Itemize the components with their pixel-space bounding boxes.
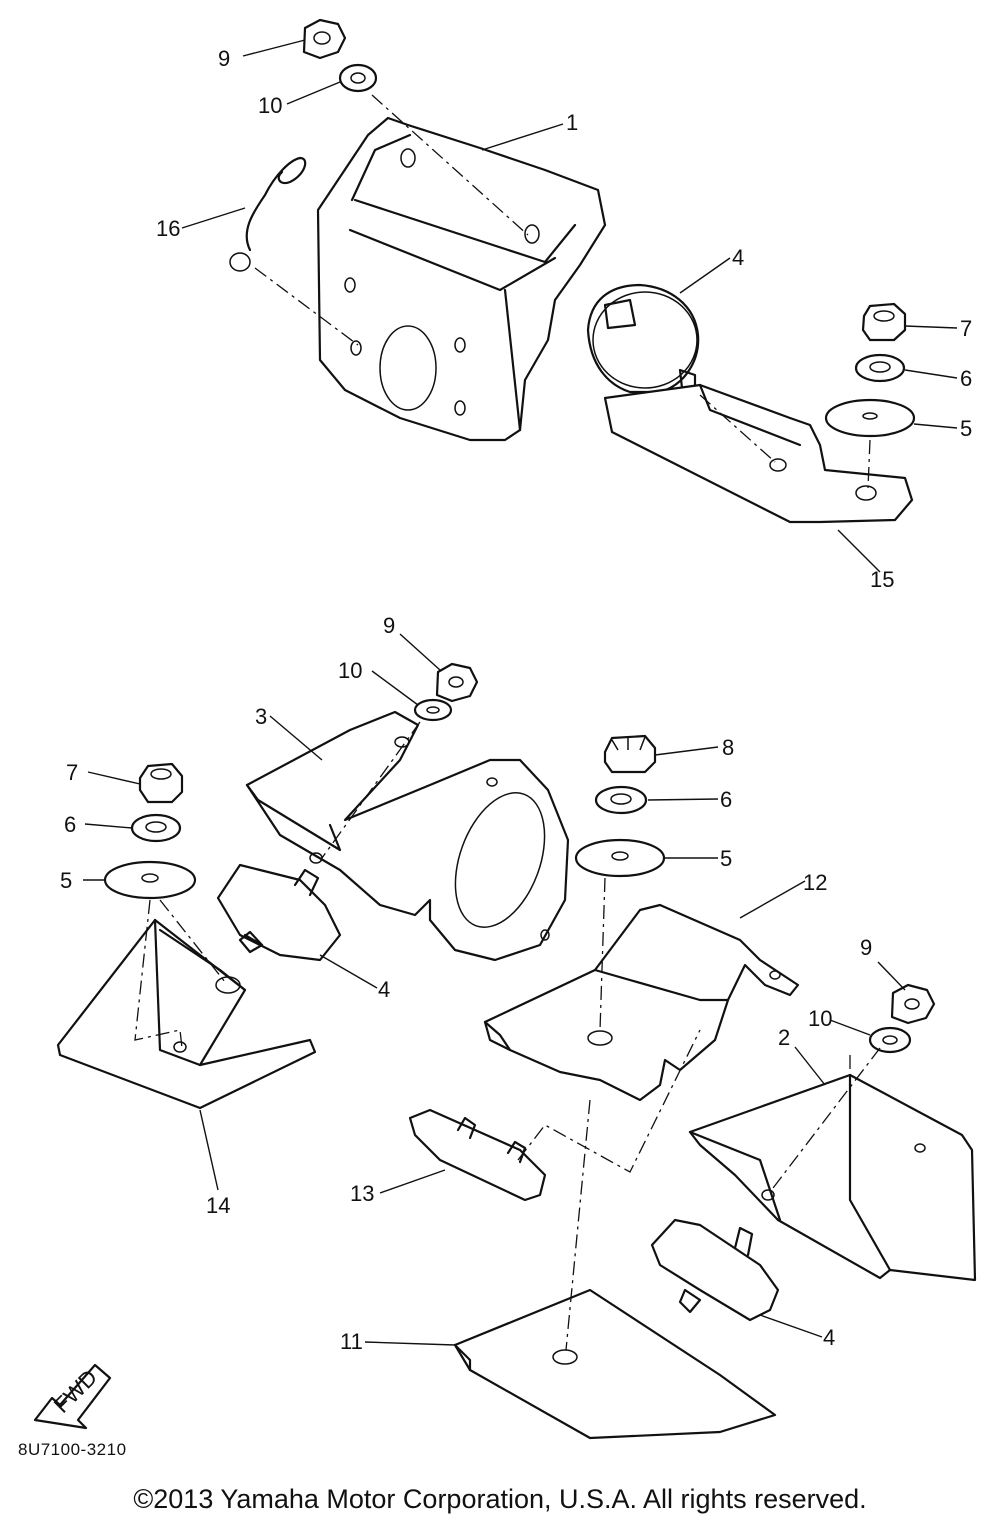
fwd-arrow-icon: FWD [33,1363,112,1430]
callout-10-right: 10 [808,1006,832,1031]
bracket-3 [245,710,570,962]
callout-4-top: 4 [732,245,744,270]
callout-4-middle: 4 [378,977,390,1002]
callout-16: 16 [156,216,180,241]
bracket-15 [603,383,914,524]
flat-washer-5-top [824,398,916,438]
flat-washer-5-right [574,838,666,878]
nut-7-left [138,762,184,804]
callout-9-top: 9 [218,46,230,71]
rubber-mount-4-middle [216,863,342,962]
nut-9-top [302,18,347,60]
nut-9-middle [435,662,479,703]
copyright-notice: ©2013 Yamaha Motor Corporation, U.S.A. A… [133,1484,867,1514]
callout-12: 12 [803,870,827,895]
callout-10-top: 10 [258,93,282,118]
callout-3: 3 [255,704,267,729]
callout-15: 15 [870,567,894,592]
callout-11: 11 [340,1329,363,1354]
bracket-2 [688,1073,977,1282]
nut-7-top [861,302,907,342]
callout-6-right: 6 [720,787,732,812]
callout-7-top: 7 [960,316,972,341]
washer-10-right [868,1026,912,1054]
callout-6-left: 6 [64,812,76,837]
callout-9-middle: 9 [383,613,395,638]
spring-washer-6-left [130,813,182,843]
wire-clip-16 [229,156,307,272]
bracket-12 [483,903,800,1102]
rubber-mount-4-bottom [650,1218,780,1322]
callout-10-middle: 10 [338,658,362,683]
spring-washer-6-right [594,785,648,815]
washer-10-top [338,63,378,93]
rubber-mount-13 [408,1108,547,1202]
callout-7-left: 7 [66,760,78,785]
nut-9-right [890,983,936,1025]
bracket-14 [56,918,317,1110]
callout-1: 1 [566,110,578,135]
callout-4-bottom: 4 [823,1325,835,1350]
bracket-11 [453,1288,777,1440]
callout-13: 13 [350,1181,374,1206]
callout-14: 14 [206,1193,230,1218]
rubber-mount-4-top [586,283,700,394]
washer-10-middle [413,698,453,722]
callout-6-top: 6 [960,366,972,391]
spring-washer-6-top [854,353,906,383]
callout-5-right: 5 [720,846,732,871]
callout-9-right: 9 [860,935,872,960]
drawing-code: 8U7100-3210 [18,1440,127,1459]
callout-8: 8 [722,735,734,760]
callout-2: 2 [778,1025,790,1050]
bracket-1 [316,116,607,442]
flat-washer-5-left [103,860,197,900]
callout-5-left: 5 [60,868,72,893]
callout-5-top: 5 [960,416,972,441]
lock-nut-8 [603,734,657,774]
